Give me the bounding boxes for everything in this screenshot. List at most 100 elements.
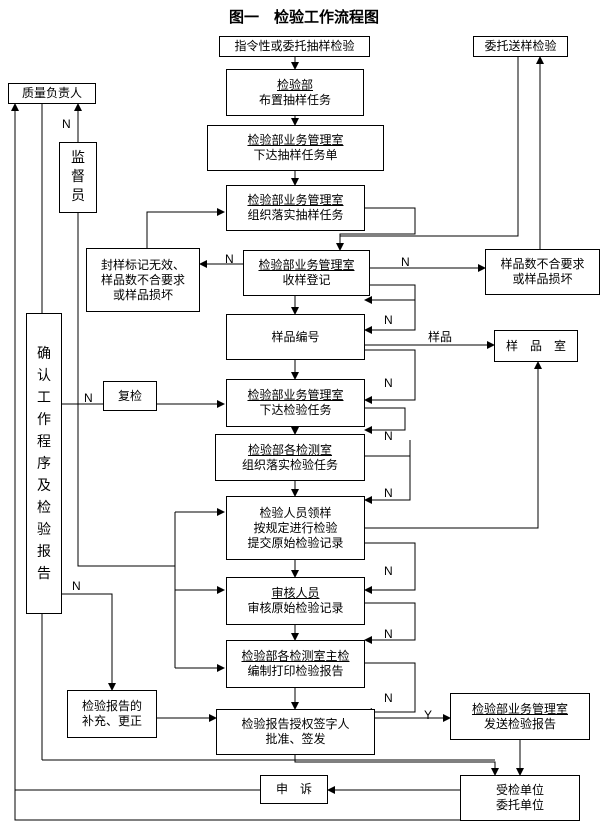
edge-label-n: N	[401, 255, 410, 269]
client-line2: 委托单位	[495, 798, 544, 812]
reviewer-line1: 审核人员	[271, 586, 320, 600]
office-send-line1: 检验部业务管理室	[471, 701, 568, 716]
edge-label-n: N	[384, 429, 393, 443]
office-organize-box: 检验部业务管理室 组织落实抽样任务	[226, 185, 365, 231]
sample-number-box: 样品编号	[226, 314, 365, 360]
appeal-label: 申 诉	[275, 782, 312, 796]
inspector-line2: 按规定进行检验	[253, 520, 338, 535]
arrow-confirm-fix	[62, 593, 116, 691]
loop-n-1	[364, 284, 416, 304]
office-issue-box: 检验部业务管理室 下达抽样任务单	[207, 125, 384, 171]
office-send-line2: 发送检验报告	[483, 716, 556, 731]
confirm-char: 及	[37, 477, 51, 494]
arrow-inspector-room	[365, 361, 542, 529]
edge-label-n: N	[384, 313, 393, 327]
quality-head-box: 质量负责人	[8, 83, 96, 104]
edge-label-n: N	[384, 691, 393, 705]
loop-n-9	[364, 662, 416, 716]
lab-head-box: 检验部各检测室主检 编制打印检验报告	[226, 640, 365, 688]
confirm-char: 工	[37, 389, 51, 406]
signer-line2: 批准、签发	[265, 732, 326, 746]
supervisor-char: 督	[71, 169, 85, 185]
sample-room-label: 样 品 室	[505, 338, 566, 353]
reviewer-box: 审核人员 审核原始检验记录	[226, 577, 365, 625]
office-receive-line2: 收样登记	[282, 273, 331, 287]
report-fix-line2: 补充、更正	[81, 714, 142, 728]
entrusted-send-box: 委托送样检验	[473, 36, 568, 57]
supervisor-box: 监 督 员	[59, 142, 97, 213]
edge-label-n: N	[62, 117, 71, 131]
quality-head-label: 质量负责人	[21, 86, 82, 100]
loop-n-2	[364, 300, 416, 334]
edge-label-sample: 样品	[428, 330, 453, 344]
seal-invalid-line1: 封样标记无效、	[100, 257, 185, 272]
confirm-char: 认	[37, 367, 51, 384]
signer-box: 检验报告授权签字人 批准、签发	[216, 709, 375, 755]
sample-bad-line1: 样品数不合要求	[500, 257, 585, 271]
sample-bad-box: 样品数不合要求 或样品损坏	[485, 249, 600, 295]
confirm-char: 作	[37, 411, 51, 428]
seal-invalid-box: 封样标记无效、 样品数不合要求 或样品损坏	[86, 248, 200, 312]
edge-label-n: N	[384, 564, 393, 578]
arrow-organize-receive	[336, 207, 416, 251]
diagram-title: 图一 检验工作流程图	[228, 8, 379, 26]
seal-invalid-line2: 样品数不合要求	[100, 272, 185, 287]
loop-n-8	[364, 602, 416, 644]
directive-label: 指令性或委托抽样检验	[234, 39, 355, 53]
dept-plan-box: 检验部 布置抽样任务	[226, 69, 364, 116]
lab-head-line2: 编制打印检验报告	[247, 664, 344, 678]
dept-plan-line2: 布置抽样任务	[258, 92, 331, 107]
office-receive-line1: 检验部业务管理室	[258, 258, 355, 272]
office-issue-line2: 下达抽样任务单	[253, 148, 338, 162]
office-send-box: 检验部业务管理室 发送检验报告	[450, 693, 590, 740]
line-supervisor-down	[77, 213, 175, 567]
edge-label-n: N	[384, 627, 393, 641]
entrusted-send-label: 委托送样检验	[484, 39, 557, 53]
edge-label-y: Y	[424, 708, 433, 722]
report-fix-box: 检验报告的 补充、更正	[67, 690, 157, 738]
office-organize-line2: 组织落实抽样任务	[247, 208, 344, 222]
confirm-char: 告	[37, 565, 51, 582]
office-test-task-box: 检验部业务管理室 下达检验任务	[226, 379, 365, 427]
edge-label-n: N	[384, 486, 393, 500]
reviewer-line2: 审核原始检验记录	[247, 601, 344, 615]
confirm-char: 验	[37, 521, 51, 538]
office-organize-line1: 检验部业务管理室	[247, 193, 344, 207]
recheck-box: 复检	[103, 381, 157, 411]
loop-n-3	[364, 349, 416, 404]
inspector-line1: 检验人员领样	[259, 505, 332, 520]
report-fix-line1: 检验报告的	[81, 699, 142, 713]
loop-n-6	[364, 440, 411, 504]
arrow-signer-client	[294, 755, 499, 776]
client-box: 受检单位 委托单位	[460, 775, 580, 821]
appeal-box: 申 诉	[260, 775, 328, 804]
inspector-line3: 提交原始检验记录	[247, 535, 344, 550]
edge-label-n: N	[84, 391, 93, 405]
lab-organize-line1: 检验部各检测室	[247, 442, 332, 457]
office-receive-box: 检验部业务管理室 收样登记	[243, 250, 370, 296]
loop-n-7	[364, 542, 416, 594]
office-test-task-line2: 下达检验任务	[259, 403, 332, 417]
sample-number-label: 样品编号	[271, 329, 320, 344]
directive-box: 指令性或委托抽样检验	[219, 36, 370, 57]
supervisor-char: 员	[71, 188, 85, 204]
dept-plan-line1: 检验部	[276, 77, 313, 92]
confirm-char: 程	[37, 433, 51, 450]
sample-room-box: 样 品 室	[494, 330, 578, 362]
office-issue-line1: 检验部业务管理室	[247, 133, 344, 147]
loop-n-4	[364, 407, 406, 434]
lab-organize-line2: 组织落实检验任务	[241, 457, 338, 472]
edge-label-n: N	[225, 252, 234, 266]
signer-line1: 检验报告授权签字人	[241, 717, 350, 731]
lab-head-line1: 检验部各检测室主检	[241, 649, 350, 663]
edge-label-n: N	[384, 376, 393, 390]
confirm-char: 序	[37, 455, 51, 472]
client-line1: 受检单位	[495, 783, 544, 797]
inspector-box: 检验人员领样 按规定进行检验 提交原始检验记录	[226, 496, 365, 560]
confirm-char: 确	[37, 345, 51, 362]
confirm-char: 报	[37, 543, 51, 560]
arrow-seal-organize	[146, 208, 225, 248]
confirm-char: 检	[37, 499, 51, 516]
edge-label-n: N	[72, 579, 81, 593]
